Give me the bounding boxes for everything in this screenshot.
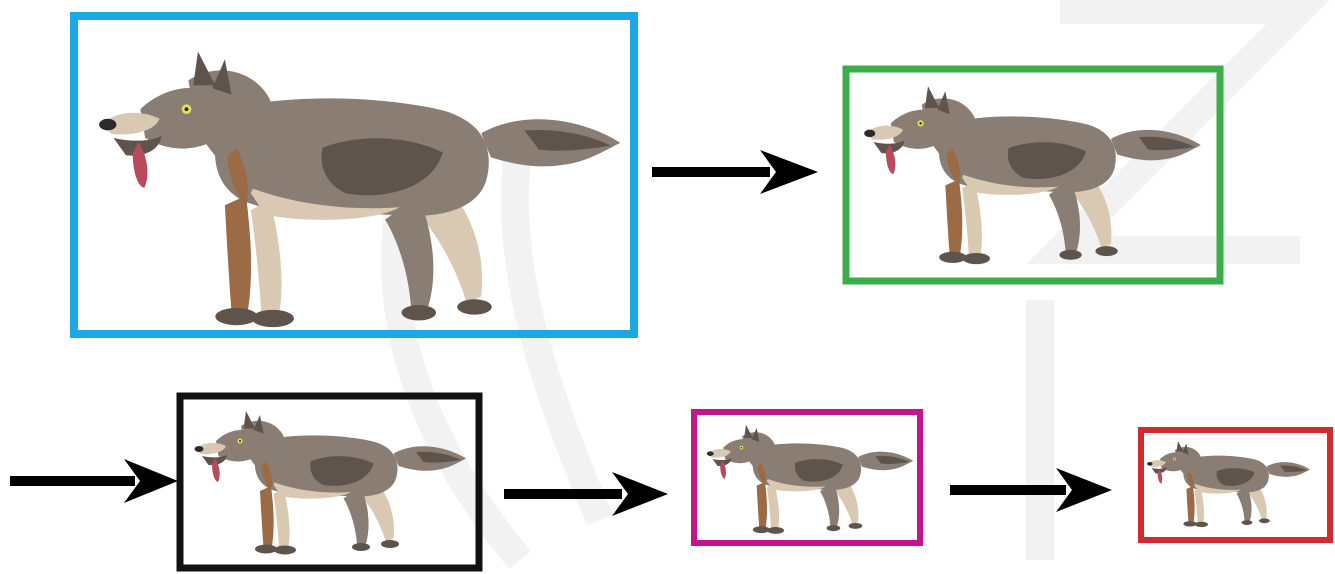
watermark (381, 0, 1330, 569)
level-2-frame (842, 65, 1224, 285)
pyramid-level-1 (70, 12, 638, 338)
pyramid-level-5 (1138, 427, 1333, 543)
arrow-3 (504, 472, 668, 516)
pyramid-level-4 (691, 409, 923, 546)
level-3-frame (176, 392, 483, 572)
level-1-frame (70, 12, 638, 338)
wolf-icon (99, 51, 621, 328)
arrow-2 (10, 459, 178, 503)
wolf-icon (706, 424, 914, 534)
level-5-frame (1138, 427, 1333, 543)
wolf-icon (1147, 441, 1310, 528)
arrow-4 (950, 468, 1112, 512)
pyramid-level-3 (176, 392, 483, 572)
level-4-frame (691, 409, 923, 546)
pyramid-level-2 (842, 65, 1224, 285)
arrow-1 (652, 150, 818, 194)
